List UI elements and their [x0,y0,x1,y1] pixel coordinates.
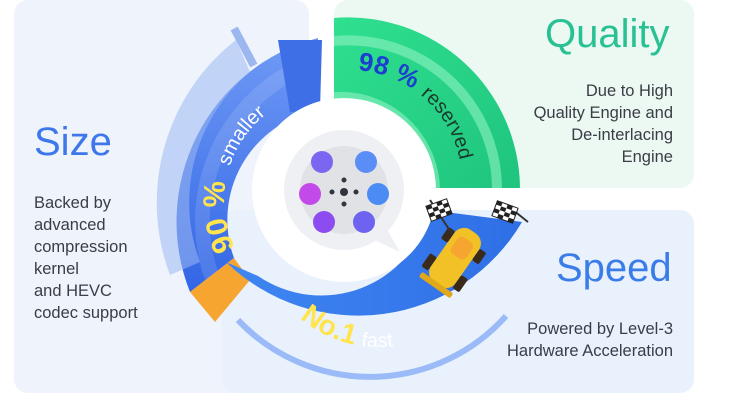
quality-description: Due to High Quality Engine and De-interl… [433,80,673,168]
speed-title: Speed [556,246,672,290]
film-reel-icon [299,146,389,234]
speed-description-line: Powered by Level-3 [527,320,673,338]
quality-description-line: Quality Engine and [533,104,673,122]
checkered-flag-right [491,200,529,224]
size-description: Backed by advanced compression kernel an… [34,192,214,324]
speed-description: Powered by Level-3 Hardware Acceleration [413,318,673,362]
size-description-line: and HEVC [34,282,112,300]
size-description-line: compression [34,238,128,256]
race-car-icon [419,227,486,298]
checkered-flag-left [425,198,453,235]
size-description-line: codec support [34,304,138,322]
quality-description-line: De-interlacing [571,126,673,144]
size-description-line: advanced [34,216,106,234]
size-title: Size [34,120,112,164]
size-description-line: Backed by [34,194,112,212]
speed-word-label: fast [361,329,395,352]
quality-description-line: Engine [621,148,673,166]
speed-description-line: Hardware Acceleration [507,342,673,360]
size-ring: 90 % smaller [156,26,322,322]
quality-description-line: Due to High [585,82,673,100]
size-description-line: kernel [34,260,79,278]
quality-title: Quality [545,12,670,56]
